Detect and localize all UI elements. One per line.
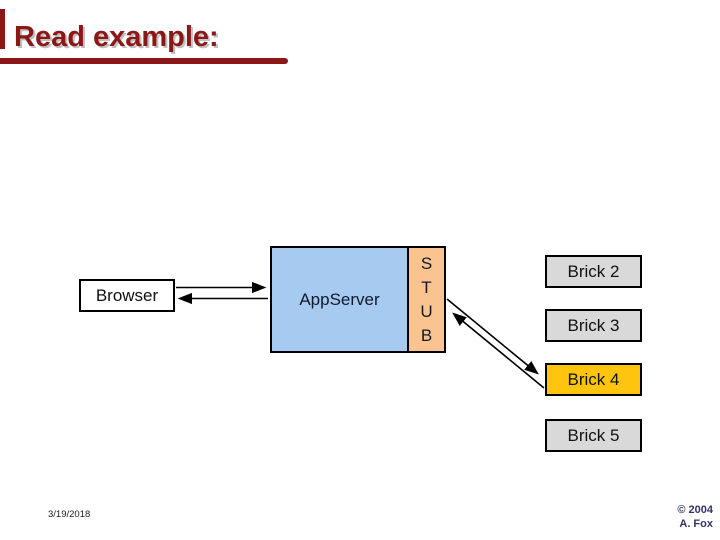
brick-2-box: Brick 2: [545, 255, 642, 288]
brick-4-box: Brick 4: [545, 363, 642, 396]
stub-letter-t: T: [421, 277, 432, 297]
appserver-box: AppServer S T U B: [270, 246, 446, 353]
page-title: Read example:: [14, 21, 219, 53]
arrow-brick4-to-stub: [452, 312, 545, 389]
copyright-year: © 2004: [677, 504, 713, 516]
stub-letter-s: S: [420, 253, 433, 273]
copyright-author: A. Fox: [679, 517, 713, 530]
title-accent-bar: [0, 9, 5, 49]
appserver-label: AppServer: [299, 289, 380, 309]
stub-letter-u: U: [420, 301, 433, 321]
brick-3-label: Brick 3: [567, 315, 620, 335]
stub-letter-b: B: [420, 325, 433, 345]
stub-box: S T U B: [407, 248, 444, 351]
footer-date: 3/19/2018: [48, 509, 91, 520]
brick-5-label: Brick 5: [567, 425, 620, 445]
title-underline: [0, 58, 288, 64]
brick-4-label: Brick 4: [567, 369, 620, 389]
footer-copyright: © 2004 A. Fox: [677, 504, 713, 531]
brick-2-label: Brick 2: [567, 261, 620, 281]
browser-box: Browser: [79, 279, 175, 312]
arrow-stub-to-brick4: [446, 298, 539, 375]
appserver-section: AppServer: [272, 248, 407, 351]
brick-3-box: Brick 3: [545, 309, 642, 342]
browser-label: Browser: [95, 285, 159, 305]
brick-5-box: Brick 5: [545, 419, 642, 452]
